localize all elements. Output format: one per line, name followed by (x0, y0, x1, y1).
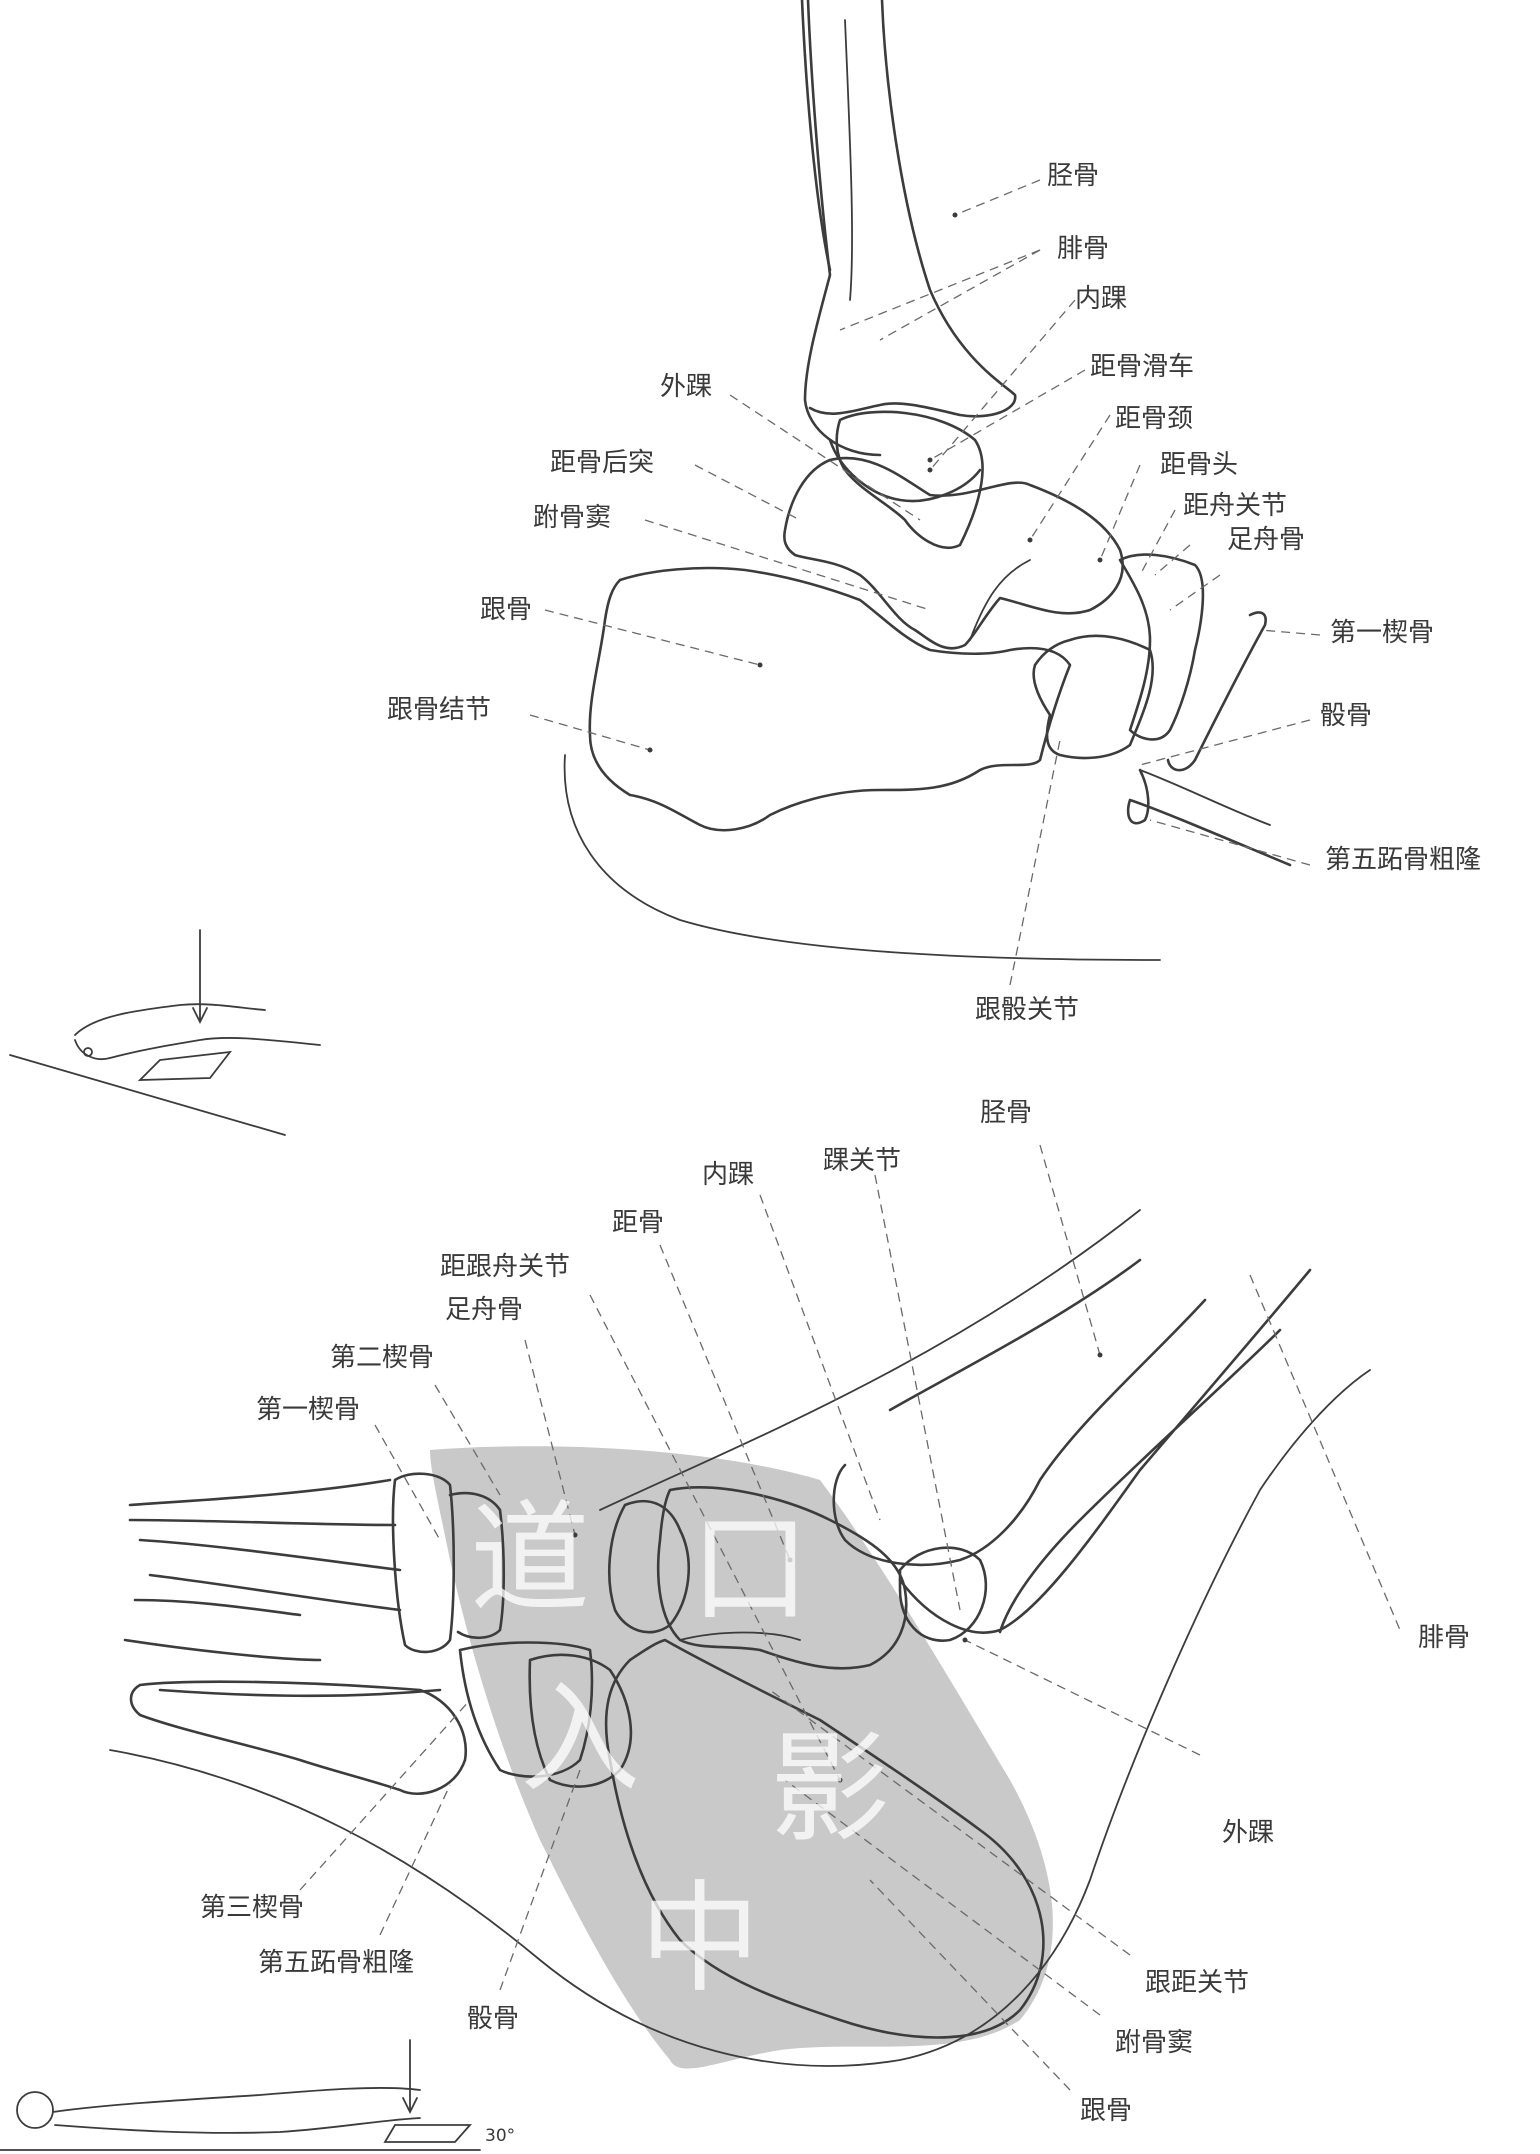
fibula-medial-line (845, 20, 852, 300)
calcaneus-outline (590, 568, 1070, 830)
fifth-metatarsal-outline (1128, 770, 1290, 865)
label-second-cuneiform: 第二楔骨 (330, 1345, 434, 1371)
oblique-positioning-icon (0, 2040, 480, 2150)
cuboid-outline (1034, 636, 1153, 758)
svg-text:道: 道 (470, 1490, 590, 1629)
lateral-view-drawing (565, 0, 1290, 960)
label-first-cuneiform: 第一楔骨 (1330, 620, 1434, 646)
svg-text:中: 中 (640, 1870, 760, 2009)
talus-outline (784, 458, 1122, 648)
label-navicular: 足舟骨 (1227, 527, 1305, 553)
label-calcaneus: 跟骨 (480, 597, 532, 623)
label-oblique-tibia: 胫骨 (980, 1100, 1032, 1126)
label-posterior-talar-process: 距骨后突 (550, 450, 654, 476)
label-talocalcaneonavicular-joint: 距跟舟关节 (440, 1254, 570, 1280)
navicular-outline (1120, 555, 1203, 740)
svg-text:入: 入 (520, 1670, 640, 1809)
oblique-tibia-outline (834, 1260, 1205, 1565)
label-talocalcaneal-joint: 跟距关节 (1145, 1970, 1249, 1996)
label-oblique-calcaneus: 跟骨 (1080, 2098, 1132, 2124)
label-fifth-metatarsal-tuberosity: 第五跖骨粗隆 (1325, 847, 1481, 873)
fifth-metatarsal-upper (1140, 770, 1270, 825)
label-talar-trochlea: 距骨滑车 (1090, 354, 1194, 380)
label-talonavicular-joint: 距舟关节 (1183, 493, 1287, 519)
label-lateral-malleolus: 外踝 (660, 374, 712, 400)
label-oblique-tarsal-sinus: 跗骨窦 (1115, 2030, 1193, 2056)
label-oblique-medial-malleolus: 内踝 (702, 1162, 754, 1188)
label-oblique-fifth-metatarsal-tuberosity: 第五跖骨粗隆 (258, 1950, 414, 1976)
label-medial-malleolus: 内踝 (1075, 286, 1127, 312)
oblique-fibula-outline (900, 1270, 1310, 1633)
heel-soft-tissue (565, 755, 1160, 960)
label-oblique-fibula: 腓骨 (1418, 1625, 1470, 1651)
label-calcaneocuboid-joint: 跟骰关节 (975, 997, 1079, 1023)
label-talar-head: 距骨头 (1160, 452, 1238, 478)
label-oblique-lateral-malleolus: 外踝 (1222, 1820, 1274, 1846)
label-ankle-joint: 踝关节 (823, 1148, 901, 1174)
label-oblique-cuboid: 骰骨 (467, 2006, 519, 2032)
label-oblique-first-cuneiform: 第一楔骨 (256, 1397, 360, 1423)
label-talus: 距骨 (612, 1210, 664, 1236)
label-fibula: 腓骨 (1057, 236, 1109, 262)
lateral-positioning-icon (10, 930, 320, 1135)
first-cuneiform-outline (1168, 612, 1266, 770)
label-angle: 30° (485, 2128, 515, 2145)
label-tarsal-sinus: 跗骨窦 (533, 505, 611, 531)
oblique-fifth-metatarsal (131, 1682, 466, 1794)
label-talar-neck: 距骨颈 (1115, 406, 1193, 432)
svg-text:影: 影 (770, 1720, 890, 1859)
label-calcaneal-tuberosity: 跟骨结节 (387, 697, 491, 723)
talar-dome-outline (830, 440, 980, 501)
label-third-cuneiform: 第三楔骨 (200, 1895, 304, 1921)
fibula-outline (805, 0, 880, 455)
svg-text:口: 口 (690, 1500, 810, 1639)
label-tibia: 胫骨 (1047, 163, 1099, 189)
label-oblique-navicular: 足舟骨 (445, 1297, 523, 1323)
tibia-outline (810, 0, 1015, 416)
label-cuboid: 骰骨 (1320, 703, 1372, 729)
